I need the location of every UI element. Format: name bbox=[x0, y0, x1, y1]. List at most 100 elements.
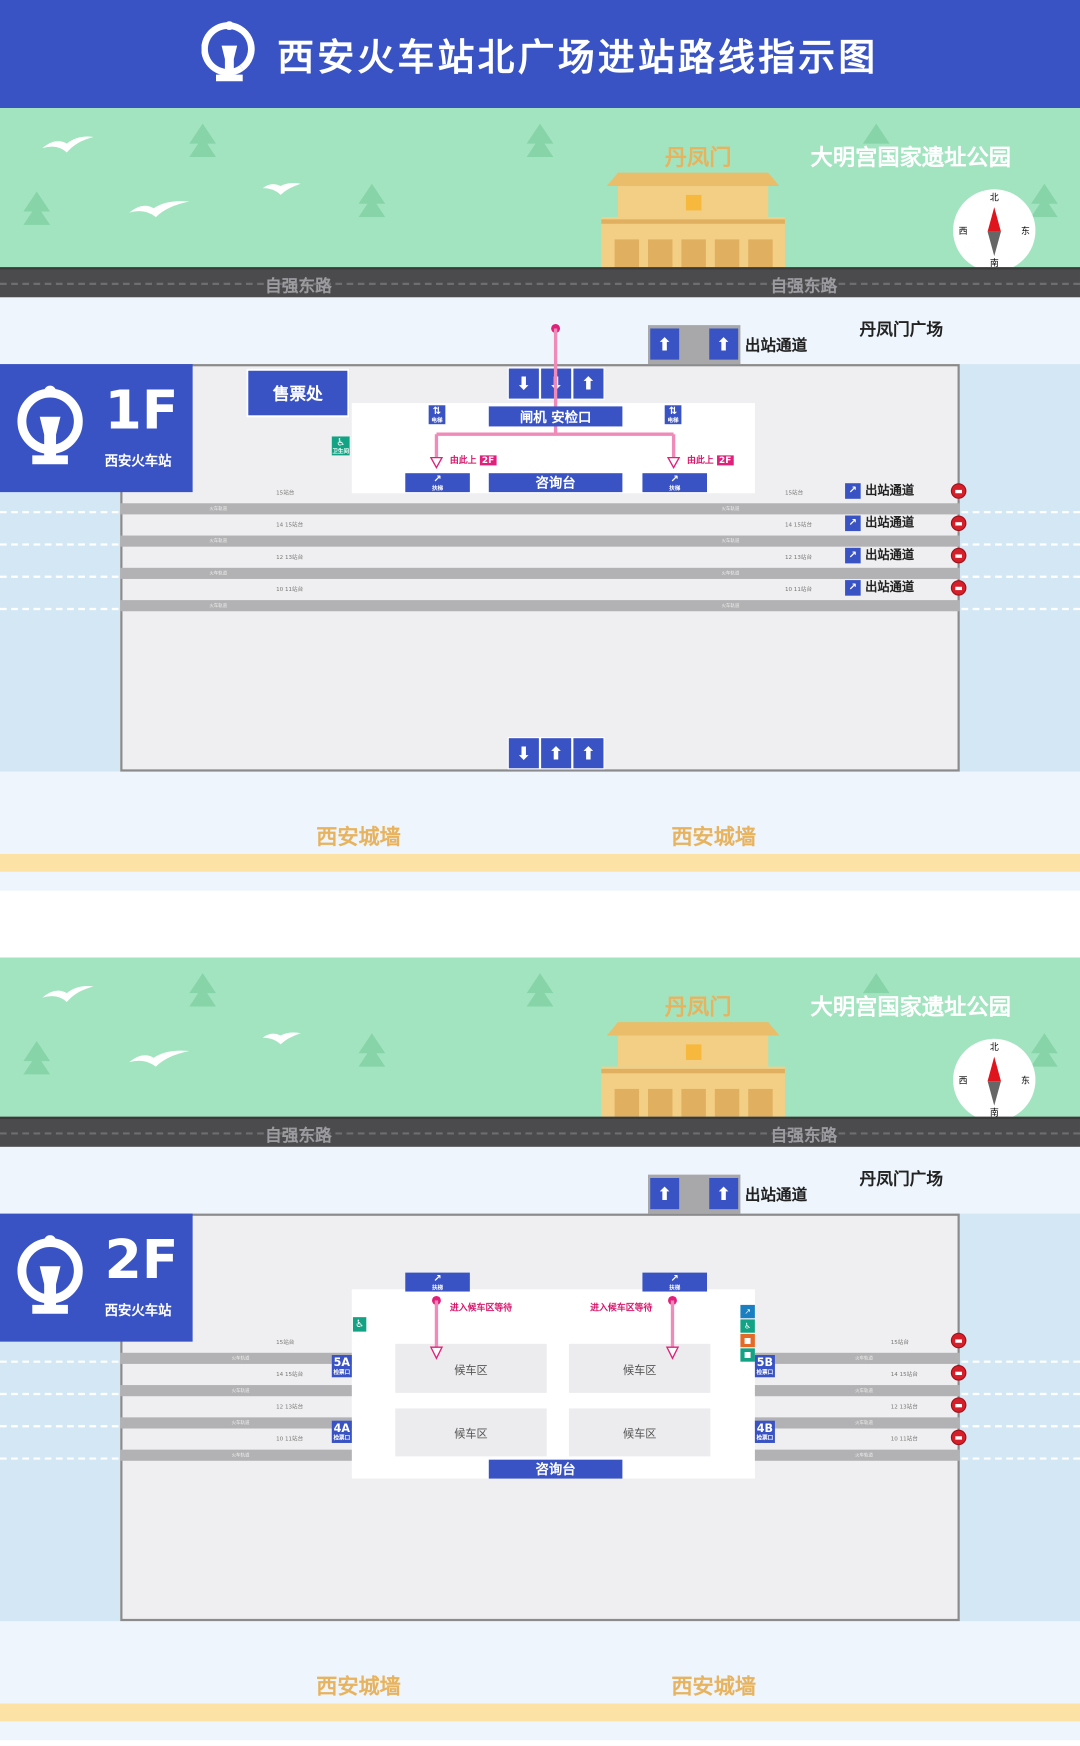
compass-south: 南 bbox=[989, 258, 999, 269]
up-arrow-icon: ⬆ bbox=[709, 328, 739, 360]
no-entry-icon bbox=[950, 1397, 967, 1413]
track-label: 火车轨道 bbox=[721, 505, 740, 512]
route-line bbox=[429, 323, 681, 470]
track-label: 火车轨道 bbox=[231, 1419, 250, 1426]
escalator-icon: ↗ bbox=[845, 547, 861, 564]
no-entry-icon bbox=[950, 1429, 967, 1446]
escalator-icon: ↗ bbox=[845, 515, 861, 532]
route-line bbox=[429, 1295, 680, 1360]
exit-passage-top[interactable]: ⬆ ⬆ bbox=[647, 1174, 741, 1214]
up-arrow-icon: ⬆ bbox=[541, 738, 572, 769]
left-side-strip bbox=[0, 1341, 121, 1622]
gate-code: 5B bbox=[756, 1356, 774, 1369]
service-icon: ■ bbox=[740, 1333, 755, 1348]
down-arrow-icon: ⬇ bbox=[508, 368, 539, 399]
exit-passage-label: 出站通道 bbox=[744, 337, 808, 356]
elevator-glyph: ⇅ bbox=[668, 405, 678, 417]
elevator-icon[interactable]: ⇅电梯 bbox=[428, 405, 446, 425]
track-label: 火车轨道 bbox=[231, 1451, 250, 1458]
china-railway-logo-icon bbox=[17, 1235, 83, 1314]
gate-label: 检票口 bbox=[333, 1434, 351, 1442]
danfeng-gate-illustration bbox=[601, 172, 785, 268]
city-wall-band bbox=[0, 1703, 1080, 1722]
go-up-label: 由此上 2F bbox=[687, 455, 734, 466]
track-label: 火车轨道 bbox=[721, 602, 740, 608]
exit-passage-top[interactable]: ⬆ ⬆ bbox=[647, 325, 741, 365]
compass-east: 东 bbox=[1020, 226, 1030, 237]
elevator-icon[interactable]: ⇅电梯 bbox=[664, 405, 682, 425]
platform-label: 15站台 bbox=[276, 489, 295, 497]
platform-label: 12 13站台 bbox=[784, 554, 813, 562]
no-entry-icon bbox=[950, 547, 967, 564]
compass: 北 南 西 东 bbox=[953, 1038, 1036, 1122]
security-gate[interactable]: 闸机 安检口 bbox=[488, 406, 623, 427]
platform-label: 14 15站台 bbox=[276, 522, 304, 529]
china-railway-logo-icon bbox=[201, 20, 255, 81]
gate-code: 4A bbox=[333, 1422, 350, 1435]
platform-label: 12 13站台 bbox=[276, 554, 304, 562]
escalator-icon[interactable]: ↗扶梯 bbox=[405, 1272, 470, 1292]
elevator-label: 电梯 bbox=[667, 416, 679, 424]
floor-2f-panel: 丹凤门 大明宫国家遗址公园 北 南 西 东 自强东路 自强东路 丹凤门广场 ⬆ … bbox=[0, 957, 1080, 1741]
escalator-icon[interactable]: ↗扶梯 bbox=[642, 473, 708, 493]
gate-label: 检票口 bbox=[333, 1368, 351, 1376]
toilet-icon: ♿卫生间 bbox=[331, 436, 350, 456]
city-wall-label: 西安城墙 bbox=[316, 1674, 401, 1700]
track-label: 火车轨道 bbox=[231, 1387, 250, 1393]
station-name: 西安火车站 bbox=[104, 1302, 172, 1319]
right-side-strip bbox=[959, 1213, 1080, 1622]
escalator-glyph: ↗ bbox=[433, 1273, 442, 1285]
bottom-arrows: ⬇⬆⬆ bbox=[507, 737, 605, 770]
track-label: 火车轨道 bbox=[721, 570, 740, 576]
platform-label: 12 13站台 bbox=[890, 1403, 918, 1411]
tree-icon bbox=[23, 973, 1058, 1075]
track-label: 火车轨道 bbox=[209, 537, 228, 544]
escalator-glyph: ↗ bbox=[433, 473, 442, 485]
toilet-icon: ♿ bbox=[352, 1317, 367, 1332]
escalator-icon[interactable]: ↗扶梯 bbox=[642, 1272, 708, 1292]
down-arrow-icon: ⬇ bbox=[508, 738, 539, 769]
station-name: 西安火车站 bbox=[104, 453, 172, 469]
city-wall-label: 西安城墙 bbox=[671, 1674, 757, 1700]
road-name: 自强东路 bbox=[770, 276, 838, 297]
no-entry-icon bbox=[950, 1332, 967, 1349]
exit-passage-label[interactable]: 出站通道 bbox=[865, 547, 915, 563]
platform-label: 15站台 bbox=[784, 489, 804, 497]
escalator-label: 扶梯 bbox=[669, 484, 681, 492]
escalator-icon[interactable]: ↗扶梯 bbox=[405, 473, 470, 493]
bird-icon bbox=[42, 986, 301, 1067]
compass-south: 南 bbox=[989, 1107, 999, 1118]
railway-track: 火车轨道火车轨道 bbox=[120, 535, 960, 547]
compass-needle-icon bbox=[987, 1056, 1001, 1106]
info-desk[interactable]: 咨询台 bbox=[488, 473, 623, 493]
exit-passage-label[interactable]: 出站通道 bbox=[865, 483, 915, 498]
escalator-label: 扶梯 bbox=[431, 484, 444, 492]
railway-track: 火车轨道火车轨道 bbox=[120, 503, 960, 515]
floor-number: 1F bbox=[104, 379, 179, 443]
track-label: 火车轨道 bbox=[209, 570, 228, 576]
platform-label: 15站台 bbox=[276, 1339, 295, 1347]
danfeng-gate-illustration bbox=[601, 1022, 785, 1117]
track-label: 火车轨道 bbox=[855, 1451, 873, 1458]
exit-passage-label[interactable]: 出站通道 bbox=[865, 515, 915, 530]
no-entry-icon bbox=[950, 483, 967, 499]
escalator-label: 扶梯 bbox=[669, 1284, 681, 1291]
daming-palace-label: 大明宫国家遗址公园 bbox=[810, 993, 1011, 1020]
tree-icon bbox=[23, 123, 1058, 225]
road-name: 自强东路 bbox=[264, 1125, 332, 1146]
toilet-label: 卫生间 bbox=[332, 448, 350, 455]
floor-badge: 2F bbox=[716, 455, 734, 466]
bird-icon bbox=[42, 136, 301, 218]
track-label: 火车轨道 bbox=[855, 1387, 873, 1393]
exit-passage-label[interactable]: 出站通道 bbox=[865, 580, 915, 595]
floor-label-2f: 2F 西安火车站 bbox=[0, 1213, 193, 1342]
ticket-office[interactable]: 售票处 bbox=[246, 368, 350, 418]
info-desk[interactable]: 咨询台 bbox=[488, 1459, 623, 1479]
up-arrow-icon: ⬆ bbox=[650, 1177, 680, 1210]
escalator-label: 扶梯 bbox=[431, 1284, 444, 1291]
enter-wait-label: 进入候车区等待 bbox=[590, 1302, 653, 1313]
